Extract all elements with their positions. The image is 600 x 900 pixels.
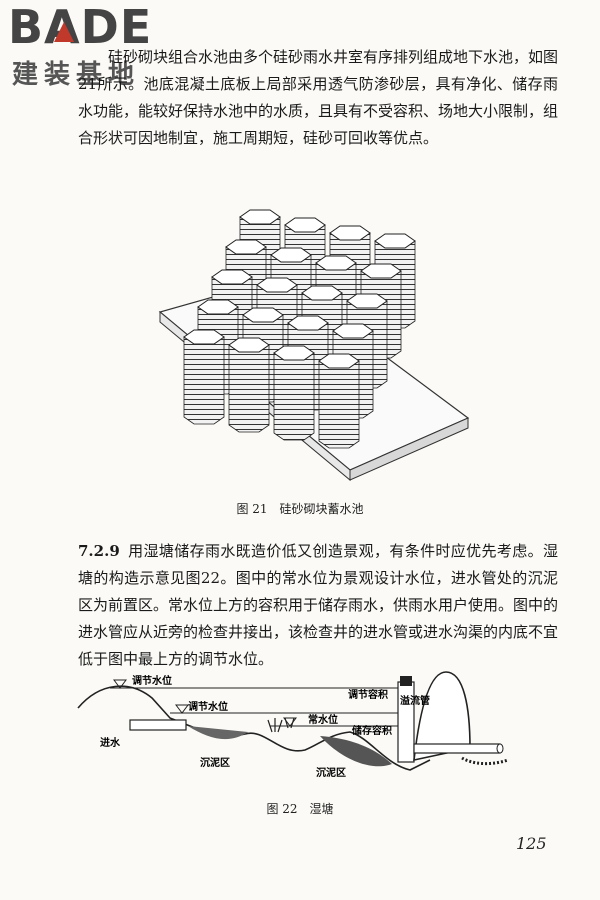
hex-cell-top xyxy=(318,353,360,369)
hex-block-cells xyxy=(183,209,416,449)
section-text: 用湿塘储存雨水既造价低又创造景观，有条件时应优先考虑。湿塘的构造示意见图22。图… xyxy=(78,542,559,668)
hex-cell-wall xyxy=(228,344,270,433)
hex-cell-top xyxy=(315,255,357,271)
label-inlet: 进水 xyxy=(100,736,121,749)
hex-cell-top xyxy=(242,307,284,323)
hex-cell-top xyxy=(284,217,326,233)
hex-cell-top xyxy=(256,277,298,293)
hex-cell-top xyxy=(374,233,416,249)
hex-cell-wall xyxy=(183,336,225,425)
watermark-triangle-icon xyxy=(54,22,74,42)
hex-cell-top xyxy=(346,293,388,309)
hex-cell-top xyxy=(270,247,312,263)
hex-cell-top xyxy=(239,209,281,225)
hex-cell-top xyxy=(273,345,315,361)
figure-22-illustration: 调节水位 调节水位 调节容积 溢流管 常水位 储存容积 进水 沉泥区 沉泥区 xyxy=(77,671,509,779)
figure-22-caption: 图 22 湿塘 xyxy=(266,802,334,816)
hex-cell-wall xyxy=(273,352,315,441)
label-overflow-pipe: 溢流管 xyxy=(400,694,430,707)
figure-21-caption: 图 21 硅砂砌块蓄水池 xyxy=(236,502,364,516)
figure-21-illustration xyxy=(158,209,470,482)
watermark-subtitle: 建装基地 xyxy=(12,60,141,90)
section-number: 7.2.9 xyxy=(78,542,120,560)
page-number: 125 xyxy=(516,834,547,853)
label-adjust-level: 调节水位 xyxy=(188,700,228,713)
hex-cell-top xyxy=(360,263,402,279)
hex-cell-top xyxy=(332,323,374,339)
hex-cell-top xyxy=(329,225,371,241)
label-adjust-level-top: 调节水位 xyxy=(132,674,172,687)
watermark-brand: BADE xyxy=(8,0,153,54)
hex-cell-top xyxy=(225,239,267,255)
label-storage-volume: 储存容积 xyxy=(351,724,392,737)
hex-cell-top xyxy=(228,337,270,353)
hex-cell-top xyxy=(301,285,343,301)
label-adjust-volume: 调节容积 xyxy=(348,688,388,701)
hex-cell-top xyxy=(287,315,329,331)
label-sediment-2: 沉泥区 xyxy=(316,766,346,779)
hex-cell-top xyxy=(183,329,225,345)
hex-cell-top xyxy=(211,269,253,285)
label-normal-level: 常水位 xyxy=(308,713,338,726)
label-sediment-1: 沉泥区 xyxy=(200,756,230,769)
watermark-logo: BADE 建装基地 xyxy=(8,0,188,90)
hex-cell-wall xyxy=(318,360,360,449)
hex-cell-top xyxy=(197,299,239,315)
intro-paragraph: 硅砂砌块组合水池由多个硅砂雨水井室有序排列组成地下水池，如图21所示。池底混凝土… xyxy=(78,48,559,147)
